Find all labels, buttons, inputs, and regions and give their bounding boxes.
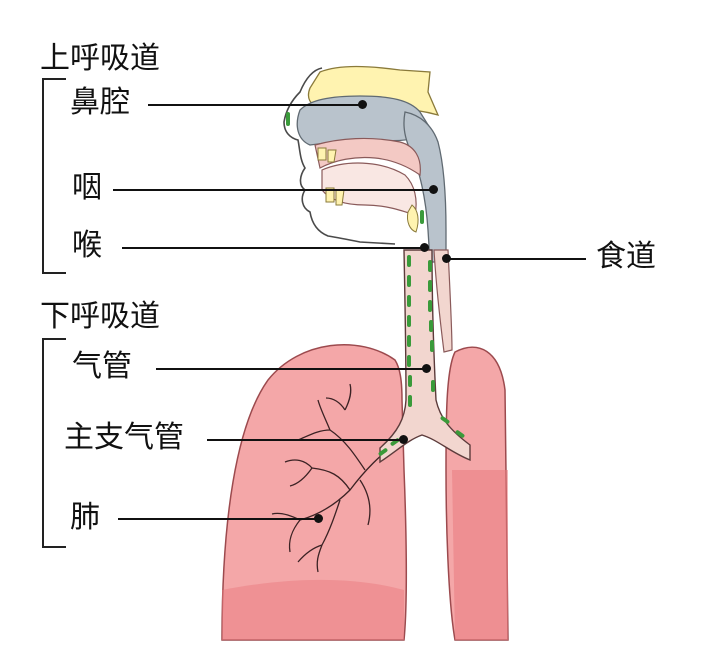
esophagus-tube (433, 249, 453, 353)
group-lower-airway: 下呼吸道 (40, 299, 160, 334)
leader-trachea (156, 368, 426, 370)
teeth-upper (317, 147, 337, 163)
dot-larynx (420, 243, 429, 252)
dot-lung (314, 514, 323, 523)
mucosa-lining (286, 112, 465, 456)
oral-cavity (314, 137, 421, 177)
right-lung-lower (452, 470, 508, 640)
dot-nasal-cavity (358, 100, 367, 109)
bracket-lower-airway (42, 338, 66, 548)
left-lung-base (222, 579, 404, 640)
epiglottis (407, 204, 419, 233)
leader-pharynx (113, 189, 433, 191)
group-upper-airway: 上呼吸道 (40, 41, 160, 76)
dot-trachea (422, 364, 431, 373)
dot-main-bronchus (399, 435, 408, 444)
leader-esophagus (446, 258, 586, 260)
bracket-upper-airway (42, 78, 66, 274)
bronchial-tree (271, 383, 401, 573)
label-larynx: 喉 (72, 228, 102, 263)
label-trachea: 气管 (72, 349, 132, 384)
label-lung: 肺 (70, 500, 100, 535)
dot-esophagus (442, 254, 451, 263)
label-pharynx: 咽 (72, 170, 102, 205)
leader-larynx (122, 247, 424, 249)
leader-nasal-cavity (148, 104, 362, 106)
leader-main-bronchus (207, 439, 403, 441)
head-outline (283, 67, 396, 245)
label-esophagus: 食道 (596, 239, 656, 274)
trachea-tube (379, 249, 471, 464)
leader-lung (118, 518, 318, 520)
label-main-bronchus: 主支气管 (64, 420, 184, 455)
label-nasal-cavity: 鼻腔 (70, 85, 130, 120)
dot-pharynx (429, 185, 438, 194)
